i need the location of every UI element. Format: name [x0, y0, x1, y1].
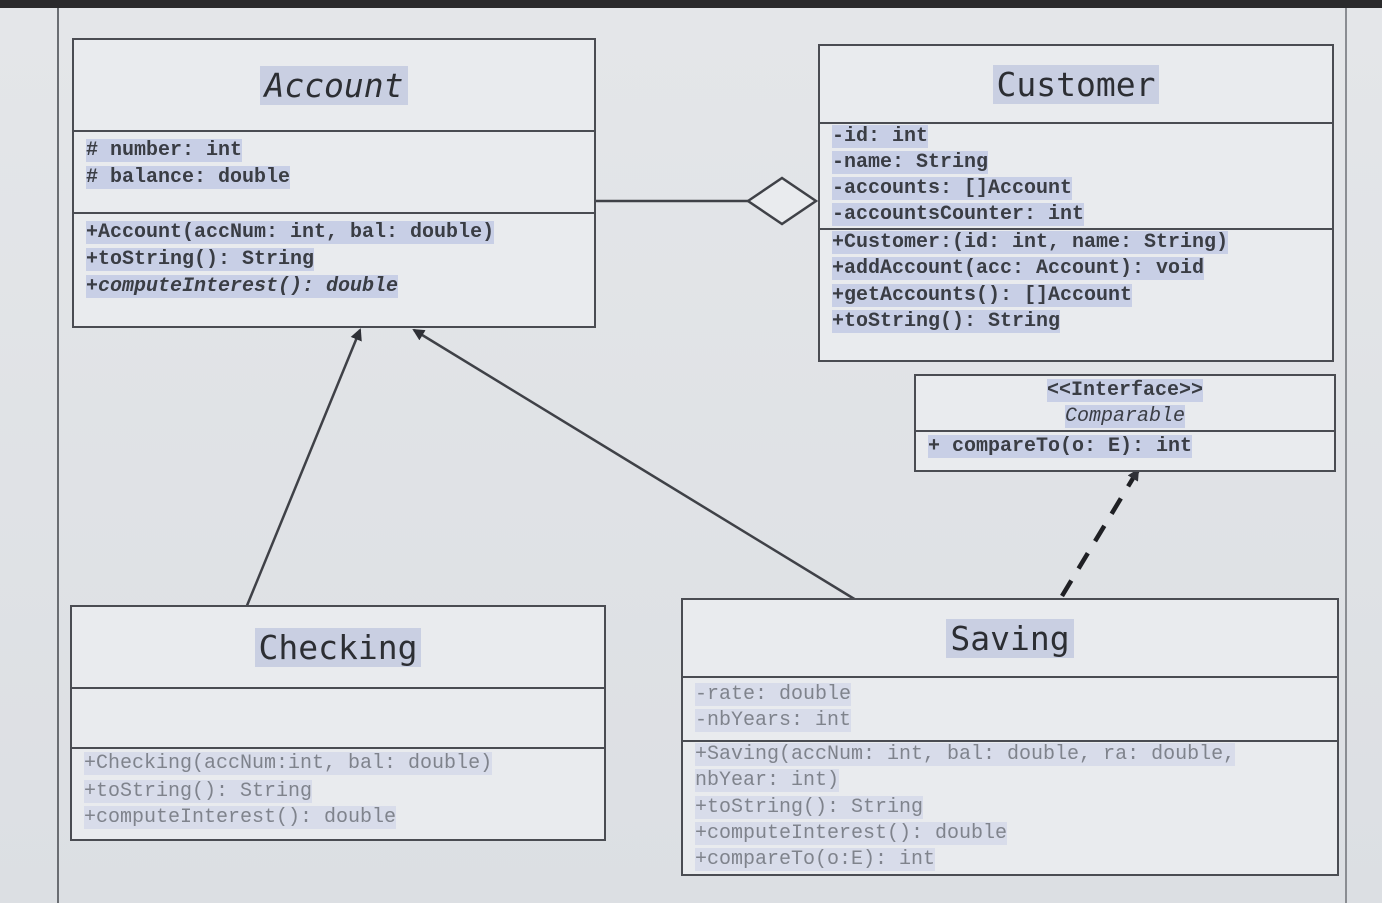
class-customer[interactable]: Customer -id: int -name: String -account… [818, 44, 1334, 362]
saving-attr-rate: -rate: double [695, 683, 852, 706]
class-customer-attributes: -id: int -name: String -accounts: []Acco… [820, 122, 1332, 228]
interface-comparable-methods: + compareTo(o: E): int [916, 430, 1334, 470]
comparable-method-compareto: + compareTo(o: E): int [928, 435, 1193, 458]
class-checking[interactable]: Checking +Checking(accNum:int, bal: doub… [70, 605, 606, 841]
realization-dashed-line [1060, 468, 1140, 598]
account-method-constructor: +Account(accNum: int, bal: double) [86, 221, 495, 244]
class-customer-header: Customer [820, 46, 1332, 122]
frame-right-border [1345, 8, 1347, 903]
diagram-canvas: Account # number: int # balance: double … [0, 8, 1382, 903]
checking-inheritance-line [244, 328, 362, 609]
customer-attr-id: -id: int [832, 125, 929, 148]
interface-comparable-name: Comparable [1064, 405, 1186, 428]
connectors-layer [244, 176, 1140, 609]
customer-method-addaccount: +addAccount(acc: Account): void [832, 257, 1205, 280]
saving-attr-nbyears: -nbYears: int [695, 709, 852, 732]
class-checking-attributes [72, 687, 604, 747]
checking-method-computeinterest: +computeInterest(): double [84, 806, 397, 829]
customer-method-constructor: +Customer:(id: int, name: String) [832, 231, 1229, 254]
class-account-header: Account [74, 40, 594, 130]
class-account-name: Account [260, 65, 408, 105]
saving-method-constructor: +Saving(accNum: int, bal: double, ra: do… [695, 743, 1236, 766]
saving-method-constructor-cont: nbYear: int) [695, 769, 840, 792]
saving-method-computeinterest: +computeInterest(): double [695, 822, 1008, 845]
class-account-attributes: # number: int # balance: double [74, 130, 594, 212]
account-attr-number: # number: int [86, 139, 243, 162]
class-checking-name: Checking [254, 627, 422, 667]
class-account[interactable]: Account # number: int # balance: double … [72, 38, 596, 328]
aggregation-diamond [745, 176, 819, 226]
class-saving-attributes: -rate: double -nbYears: int [683, 676, 1337, 740]
class-customer-methods: +Customer:(id: int, name: String) +addAc… [820, 228, 1332, 360]
class-saving[interactable]: Saving -rate: double -nbYears: int +Savi… [681, 598, 1339, 876]
account-method-tostring: +toString(): String [86, 248, 315, 271]
class-saving-name: Saving [946, 618, 1074, 658]
interface-comparable-header: <<Interface>> Comparable [916, 376, 1334, 430]
class-checking-methods: +Checking(accNum:int, bal: double) +toSt… [72, 747, 604, 839]
customer-method-getaccounts: +getAccounts(): []Account [832, 284, 1133, 307]
frame-left-border [57, 8, 59, 903]
saving-inheritance-line [412, 328, 857, 602]
saving-method-tostring: +toString(): String [695, 796, 924, 819]
interface-comparable[interactable]: <<Interface>> Comparable + compareTo(o: … [914, 374, 1336, 472]
customer-attr-name: -name: String [832, 151, 989, 174]
class-saving-header: Saving [683, 600, 1337, 676]
checking-method-tostring: +toString(): String [84, 780, 313, 803]
interface-stereotype: <<Interface>> [1046, 379, 1204, 402]
saving-method-compareto: +compareTo(o:E): int [695, 848, 936, 871]
class-checking-header: Checking [72, 607, 604, 687]
class-account-methods: +Account(accNum: int, bal: double) +toSt… [74, 212, 594, 326]
account-attr-balance: # balance: double [86, 166, 291, 189]
account-method-computeinterest: +computeInterest(): double [86, 275, 399, 298]
customer-method-tostring: +toString(): String [832, 310, 1061, 333]
checking-method-constructor: +Checking(accNum:int, bal: double) [84, 752, 493, 775]
class-saving-methods: +Saving(accNum: int, bal: double, ra: do… [683, 740, 1337, 874]
customer-attr-accounts: -accounts: []Account [832, 177, 1073, 200]
customer-attr-accountscounter: -accountsCounter: int [832, 203, 1085, 226]
class-customer-name: Customer [992, 64, 1160, 104]
